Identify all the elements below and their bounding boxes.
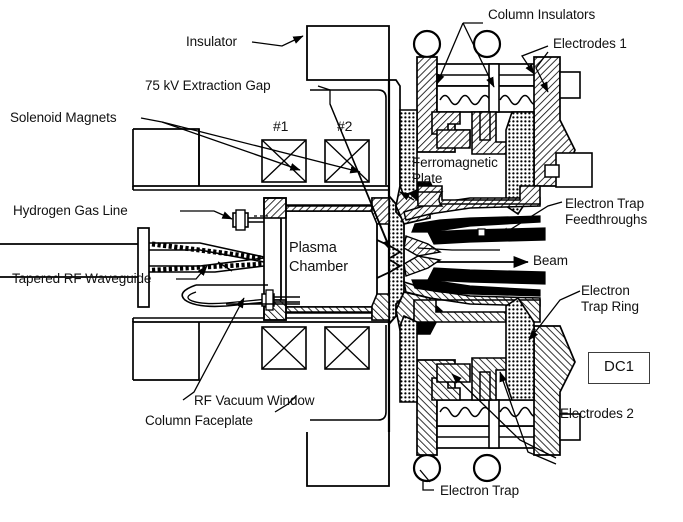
solenoid-magnet-4 (324, 326, 370, 370)
label-magnet-2: #2 (337, 118, 353, 134)
lower-insulator-block (306, 432, 390, 487)
solenoid-magnet-2 (324, 139, 370, 183)
label-electrodes-1: Electrodes 1 (553, 36, 627, 51)
label-column-faceplate: Column Faceplate (145, 413, 253, 428)
electrodes-2-assembly (399, 296, 581, 483)
label-electron-trap: Electron Trap (440, 483, 519, 498)
label-solenoid-magnets: Solenoid Magnets (10, 110, 117, 125)
label-column-insulators: Column Insulators (488, 7, 596, 22)
label-electron-trap-feedthroughs-line2: Feedthroughs (565, 212, 648, 227)
label-magnet-1: #1 (273, 118, 289, 134)
solenoid-magnet-3 (261, 326, 307, 370)
label-plasma-chamber-line1: Plasma (289, 240, 337, 256)
label-extraction-gap: 75 kV Extraction Gap (145, 78, 271, 93)
label-insulator: Insulator (186, 34, 237, 49)
label-plasma-chamber-line2: Chamber (289, 259, 348, 275)
label-beam: Beam (533, 253, 568, 268)
label-electron-trap-ring-line1: Electron (581, 283, 630, 298)
leader-lines (140, 22, 581, 491)
hydrogen-gas-line-fitting (232, 209, 268, 231)
plasma-chamber (261, 197, 390, 321)
solenoid-magnet-1 (261, 139, 307, 183)
upper-tank-outline (132, 79, 401, 191)
electrodes-1-assembly (399, 29, 593, 216)
tapered-rf-waveguide (0, 227, 265, 308)
dc1-box (588, 352, 650, 384)
insulator-block (306, 25, 390, 81)
ferromagnetic-plate (387, 80, 405, 432)
label-electrodes-2: Electrodes 2 (560, 406, 634, 421)
upper-plate-structure (417, 185, 541, 207)
label-tapered-rf-waveguide: Tapered RF Waveguide (12, 271, 152, 286)
label-electron-trap-ring-line2: Trap Ring (581, 299, 639, 314)
geometry (0, 25, 593, 487)
label-ferromagnetic-plate-line2: Plate (412, 171, 443, 186)
label-dc1: DC1 (603, 358, 634, 375)
label-hydrogen-gas-line: Hydrogen Gas Line (13, 203, 128, 218)
lower-tank-outline (132, 317, 389, 421)
label-ferromagnetic-plate-line1: Ferromagnetic (412, 155, 498, 170)
upper-chamber-round-corner (310, 89, 387, 185)
label-electron-trap-feedthroughs-line1: Electron Trap (565, 196, 644, 211)
label-rf-vacuum-window: RF Vacuum Window (194, 393, 315, 408)
